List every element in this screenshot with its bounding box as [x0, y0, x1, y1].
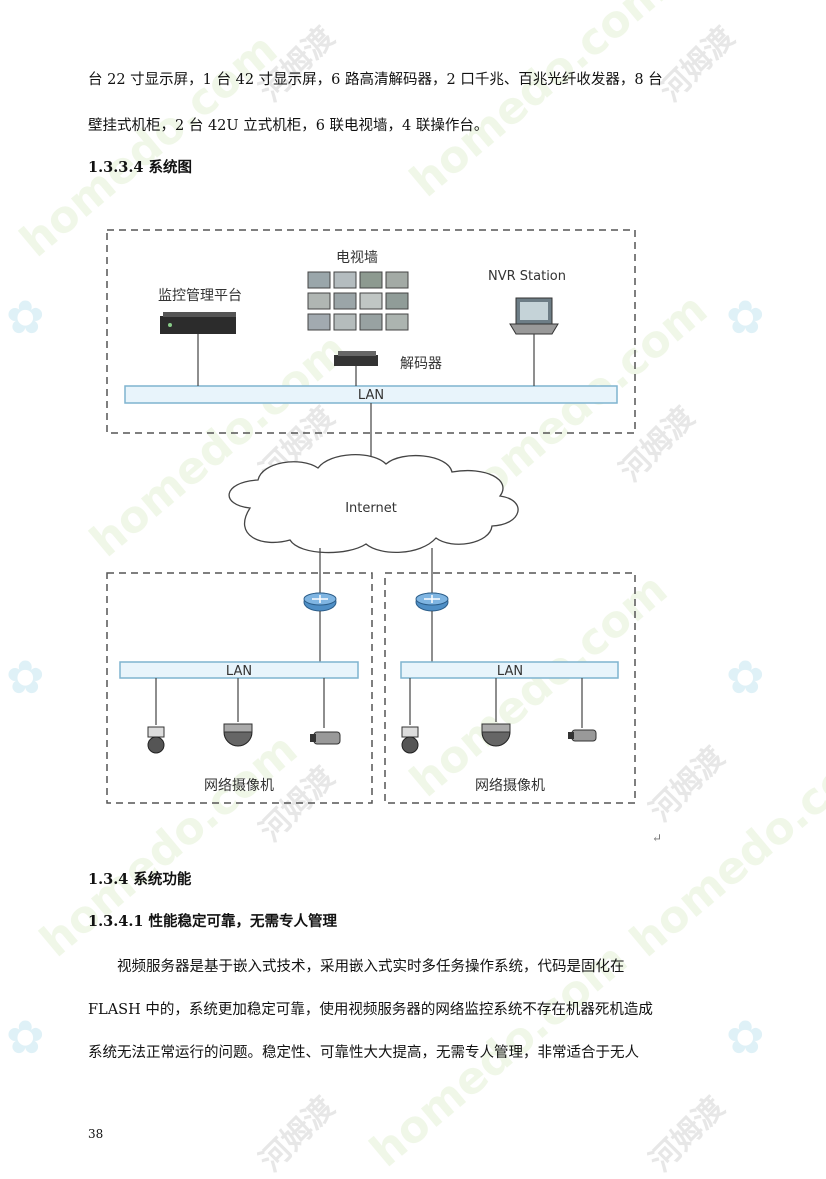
- paragraph-line: 视频服务器是基于嵌入式技术，采用嵌入式实时多任务操作系统，代码是固化在: [88, 959, 625, 975]
- right-site-box: [384, 572, 636, 804]
- router-icon: [415, 592, 449, 612]
- lan-label-top: LAN: [358, 388, 384, 403]
- internet-label: Internet: [345, 501, 397, 516]
- tv-wall-icon: [307, 271, 409, 331]
- monitor-center-box: [106, 229, 636, 434]
- cloud-icon: [228, 454, 519, 554]
- camera-label-right: 网络摄像机: [475, 778, 545, 794]
- platform-label: 监控管理平台: [158, 288, 242, 304]
- return-mark-icon: ↵: [652, 831, 663, 845]
- bullet-camera-icon: [568, 729, 597, 742]
- decoder-label: 解码器: [400, 356, 442, 372]
- section-heading-diagram: 1.3.3.4 系统图: [88, 159, 193, 176]
- subsection-heading: 1.3.4.1 性能稳定可靠，无需专人管理: [88, 913, 338, 930]
- decoder-icon: [334, 351, 378, 366]
- system-diagram: LAN 监控管理平台 电视墙 解码器 NVR Station: [106, 229, 636, 804]
- paragraph-line: FLASH 中的，系统更加稳定可靠，使用视频服务器的网络监控系统不存在机器死机造…: [88, 1002, 653, 1018]
- intro-line-2: 壁挂式机柜，2 台 42U 立式机柜，6 联电视墙，4 联操作台。: [88, 118, 489, 134]
- section-heading-function: 1.3.4 系统功能: [88, 871, 192, 888]
- paragraph-line: 系统无法正常运行的问题。稳定性、可靠性大大提高，无需专人管理，非常适合于无人: [88, 1045, 639, 1061]
- lan-bar-right: [400, 661, 619, 679]
- lan-label-left: LAN: [226, 664, 252, 679]
- laptop-icon: [509, 297, 559, 335]
- lan-label-right: LAN: [497, 664, 523, 679]
- nvr-label: NVR Station: [488, 269, 566, 284]
- page-number: 38: [88, 1127, 104, 1141]
- bullet-camera-icon: [310, 731, 341, 745]
- ptz-camera-icon: [147, 726, 165, 754]
- lan-bar-left: [119, 661, 359, 679]
- left-site-box: [106, 572, 373, 804]
- router-icon: [303, 592, 337, 612]
- ptz-camera-icon: [401, 726, 419, 754]
- tv-wall-label: 电视墙: [336, 250, 378, 266]
- flower-watermark-icon: ✿: [6, 1010, 45, 1064]
- intro-line-1: 台 22 寸显示屏，1 台 42 寸显示屏，6 路高清解码器，2 口千兆、百兆光…: [88, 72, 663, 88]
- watermark-brand: 河姆渡: [253, 1090, 342, 1179]
- watermark-brand: 河姆渡: [643, 1090, 732, 1179]
- dome-camera-icon: [481, 723, 511, 747]
- dome-camera-icon: [223, 723, 253, 747]
- camera-label-left: 网络摄像机: [204, 778, 274, 794]
- server-icon: [160, 312, 236, 334]
